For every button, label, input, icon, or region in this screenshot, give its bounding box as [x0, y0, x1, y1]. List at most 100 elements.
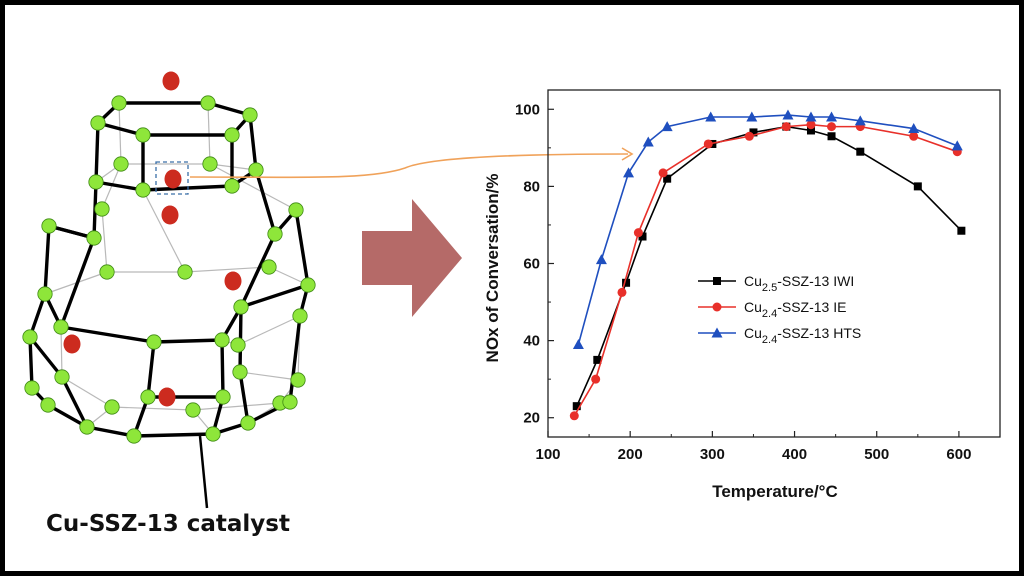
- data-point: [909, 131, 919, 141]
- cage-edge-front: [152, 338, 224, 344]
- cage-edge-back: [192, 402, 281, 411]
- x-tick-label: 100: [535, 446, 560, 463]
- cage-edge-back: [209, 163, 297, 211]
- data-point: [572, 402, 581, 411]
- cu-ion: [164, 169, 182, 189]
- highlight-box: [155, 161, 189, 195]
- x-axis-title: Temperature/°C: [712, 482, 838, 501]
- y-tick-label: 20: [523, 410, 540, 427]
- data-point: [642, 136, 654, 147]
- cage-framework-nodes: [22, 95, 316, 444]
- y-tick-label: 40: [523, 333, 540, 350]
- data-point: [591, 374, 601, 384]
- framework-node: [88, 174, 104, 190]
- cage-edge-back: [237, 315, 301, 346]
- framework-node: [230, 337, 246, 353]
- cage-edge-back: [111, 406, 194, 411]
- cage-edge-front: [239, 283, 310, 309]
- framework-node: [205, 426, 221, 442]
- data-point: [854, 115, 866, 126]
- cage-edge-front: [146, 340, 156, 399]
- data-point: [827, 132, 836, 141]
- framework-node: [240, 415, 256, 431]
- block-arrow: [362, 199, 462, 317]
- cage-edge-front: [43, 224, 51, 296]
- framework-node: [146, 334, 162, 350]
- data-point: [908, 123, 920, 134]
- framework-node: [202, 156, 218, 172]
- x-tick-label: 300: [700, 446, 725, 463]
- framework-node: [53, 319, 69, 335]
- framework-node: [215, 389, 231, 405]
- cage-edge-back: [118, 102, 122, 165]
- data-point: [746, 111, 758, 122]
- cu-ion: [224, 271, 242, 291]
- data-point: [633, 228, 643, 238]
- x-tick-label: 500: [864, 446, 889, 463]
- data-point: [593, 355, 602, 364]
- cage-edge-front: [28, 335, 64, 379]
- cage-edge-front: [60, 375, 89, 429]
- data-point: [658, 168, 668, 178]
- data-point: [806, 126, 815, 135]
- legend-label: Cu2.5-SSZ-13 IWI: [744, 273, 854, 294]
- cage-edge-back: [61, 376, 113, 408]
- framework-node: [233, 299, 249, 315]
- data-point: [827, 122, 837, 132]
- data-point: [806, 120, 816, 130]
- cage-edge-front: [238, 370, 250, 425]
- legend-label: Cu2.4-SSZ-13 IE: [744, 299, 846, 320]
- cage-edge-front: [96, 121, 145, 137]
- framework-node: [54, 369, 70, 385]
- y-tick-label: 60: [523, 256, 540, 273]
- series-triangle: [572, 109, 963, 349]
- cage-edge-front: [294, 208, 310, 287]
- framework-node: [135, 182, 151, 198]
- framework-node: [214, 332, 230, 348]
- framework-node: [261, 259, 277, 275]
- framework-node: [242, 107, 258, 123]
- framework-node: [126, 428, 142, 444]
- framework-node: [248, 162, 264, 178]
- framework-node: [292, 308, 308, 324]
- framework-node: [140, 389, 156, 405]
- data-point: [805, 111, 817, 122]
- data-point: [661, 121, 673, 132]
- diagram-caption: Cu-SSZ-13 catalyst: [46, 511, 290, 537]
- cage-edge-back: [101, 208, 108, 273]
- cu-ion: [158, 387, 176, 407]
- y-tick-label: 80: [523, 178, 540, 195]
- framework-node: [99, 264, 115, 280]
- data-point: [703, 139, 713, 149]
- framework-node: [267, 226, 283, 242]
- framework-node: [224, 127, 240, 143]
- cage-edge-front: [94, 121, 100, 184]
- data-point: [951, 140, 963, 151]
- data-point: [595, 254, 607, 265]
- legend-label: Cu2.4-SSZ-13 HTS: [744, 325, 861, 346]
- framework-node: [290, 372, 306, 388]
- framework-node: [135, 127, 151, 143]
- cage-edge-front: [220, 338, 225, 399]
- framework-node: [94, 201, 110, 217]
- cage-edge-back: [101, 163, 122, 210]
- framework-node: [200, 95, 216, 111]
- legend-marker: [711, 327, 723, 338]
- framework-node: [41, 218, 57, 234]
- cage-edge-front: [132, 432, 215, 438]
- data-point: [749, 128, 758, 137]
- connector-line: [189, 153, 629, 179]
- framework-node: [104, 399, 120, 415]
- framework-node: [113, 156, 129, 172]
- data-point: [663, 174, 672, 183]
- cage-edge-front: [254, 168, 277, 236]
- framework-node: [79, 419, 95, 435]
- cage-edge-front: [239, 232, 277, 309]
- legend-entry: Cu2.5-SSZ-13 IWI: [698, 273, 854, 294]
- cage-edge-front: [85, 425, 136, 438]
- framework-node: [90, 115, 106, 131]
- x-tick-label: 400: [782, 446, 807, 463]
